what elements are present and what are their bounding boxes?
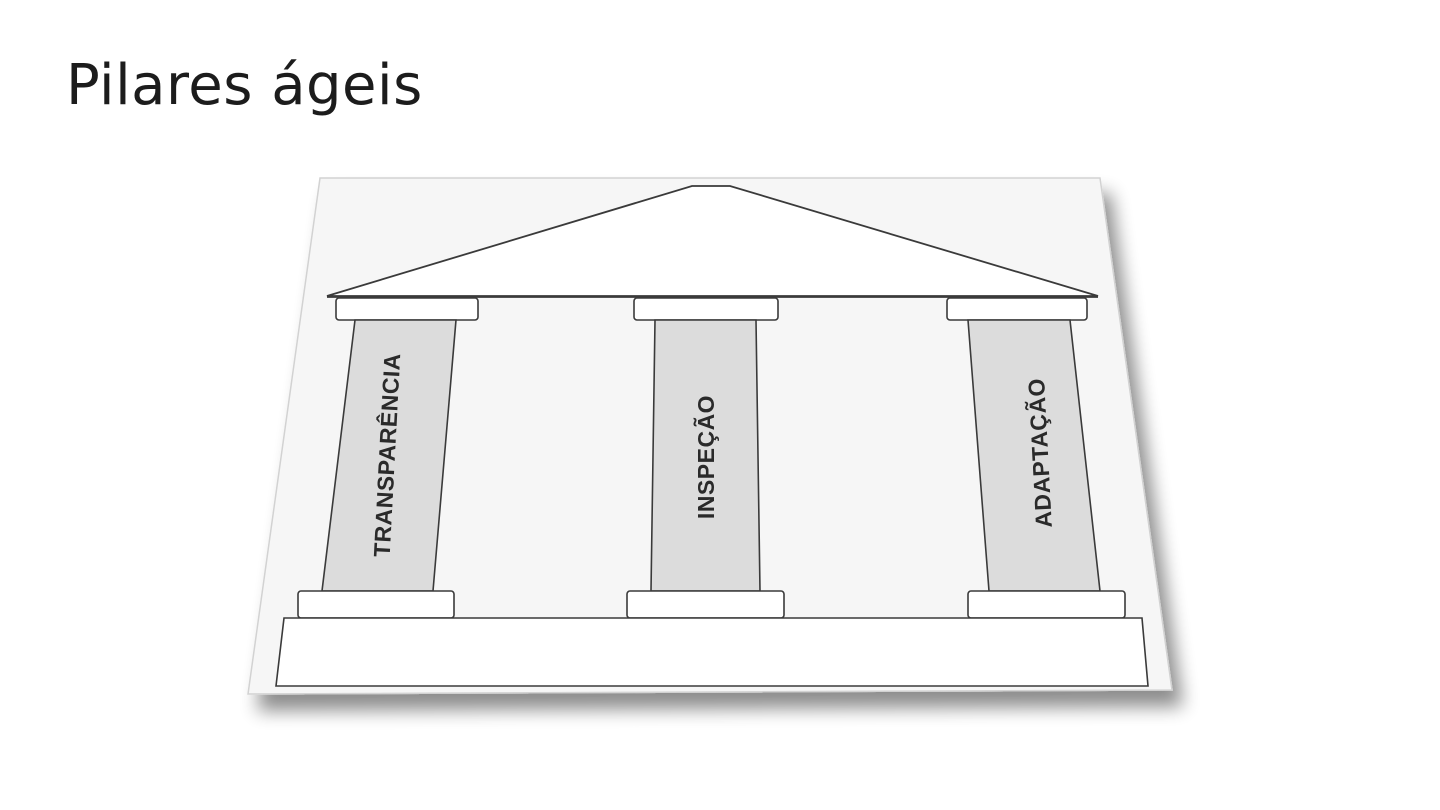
pillar-base [297, 590, 455, 619]
pillar-inspecao: INSPEÇÃO [626, 297, 785, 619]
pillar-adaptacao: ADAPTAÇÃO [946, 297, 1126, 619]
pillar-capital [946, 297, 1088, 321]
slide-title: Pilares ágeis [66, 53, 423, 118]
pillar-capital [335, 297, 479, 321]
pillar-label: INSPEÇÃO [692, 395, 719, 519]
pillar-transparencia: TRANSPARÊNCIA [297, 297, 479, 619]
temple-roof [326, 185, 1099, 297]
pillar-capital [633, 297, 779, 321]
temple-foundation [275, 617, 1149, 687]
pillar-base [967, 590, 1126, 619]
pillar-base [626, 590, 785, 619]
